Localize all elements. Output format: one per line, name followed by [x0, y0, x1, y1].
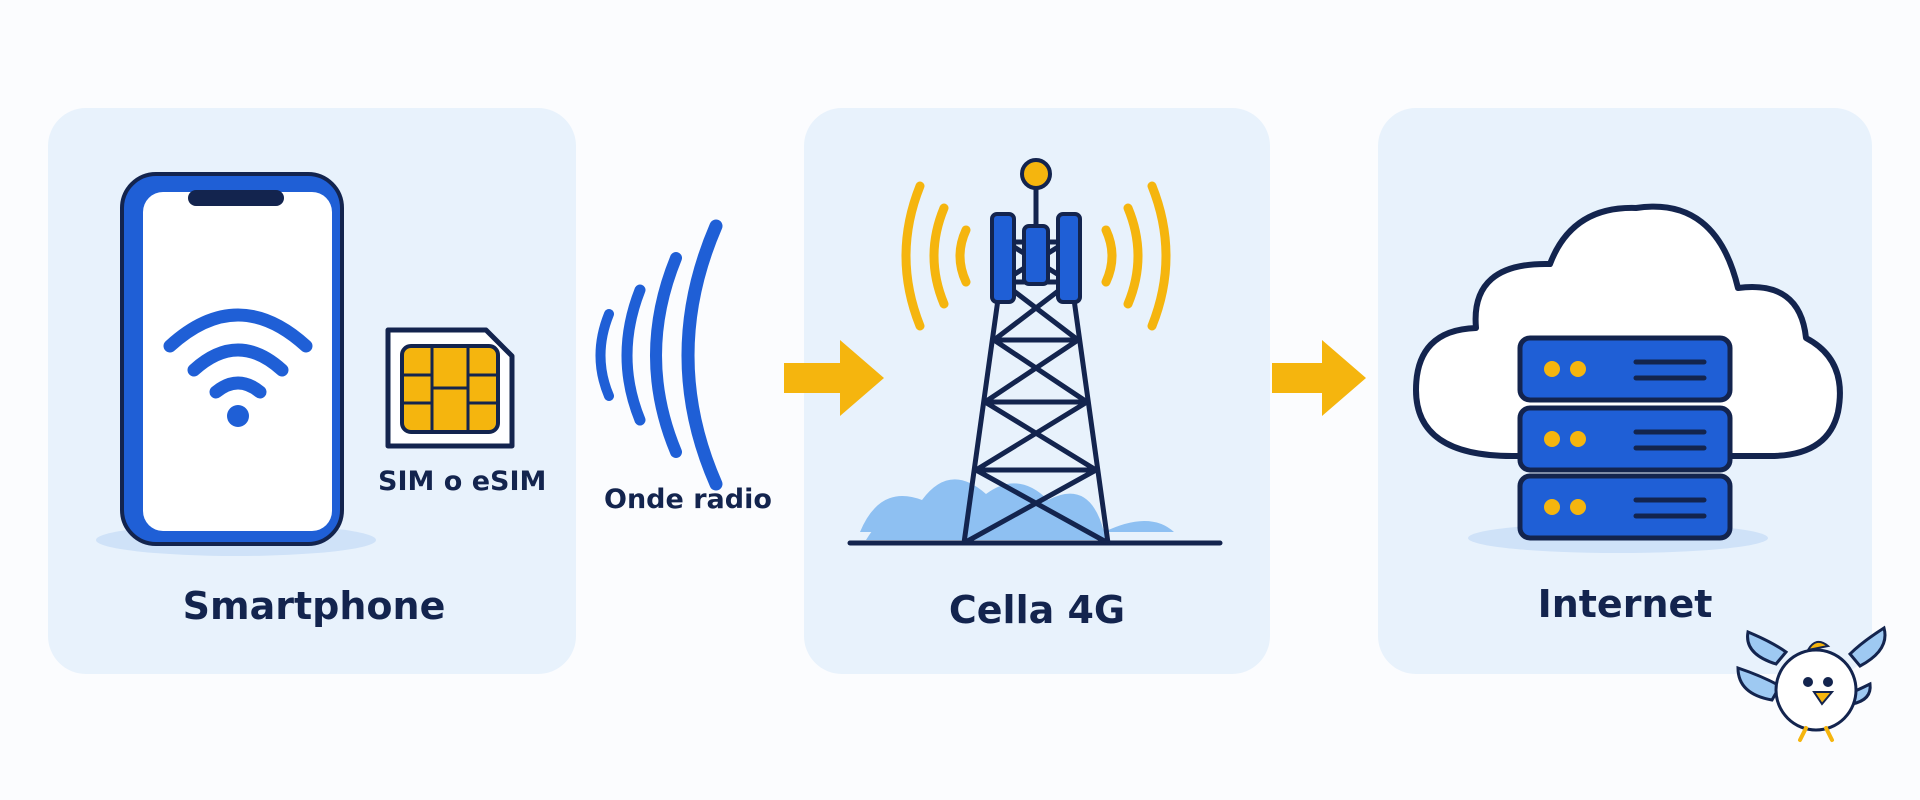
sim-card-icon [385, 327, 515, 449]
arrow-to-internet [1272, 340, 1366, 416]
server-icon [1517, 335, 1733, 541]
cell-tower-icon [847, 158, 1223, 546]
node-label-internet: Internet [1537, 582, 1713, 626]
bird-mascot-icon [1736, 625, 1887, 742]
radio-label: Onde radio [604, 484, 772, 515]
radio-waves-icon [595, 219, 723, 491]
arrow-to-cell [784, 340, 884, 416]
node-label-smartphone: Smartphone [182, 584, 446, 628]
wifi-icon [163, 308, 313, 427]
sim-label: SIM o eSIM [378, 466, 547, 497]
node-label-cell: Cella 4G [948, 588, 1126, 632]
smartphone-icon [96, 172, 376, 556]
tower-signal-icon [901, 181, 1171, 331]
